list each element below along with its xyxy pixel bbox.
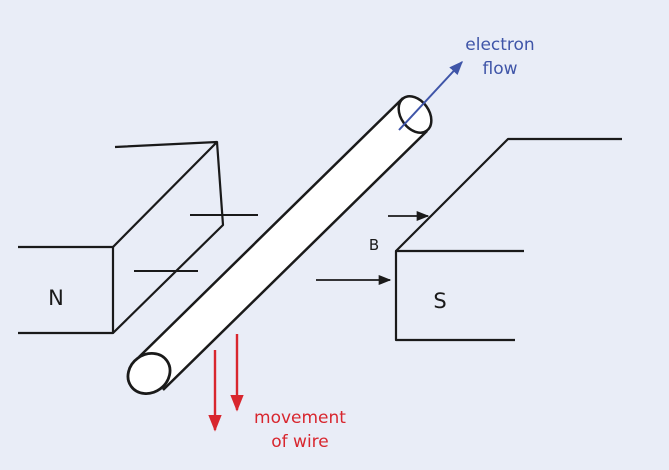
wire: [126, 95, 433, 395]
electron-flow-label-line1: electron: [465, 35, 534, 55]
field-label: B: [369, 236, 379, 254]
north-pole-label: N: [48, 286, 64, 310]
movement-label-line2: of wire: [271, 432, 329, 452]
movement-label-line1: movement: [254, 408, 346, 428]
field-arrows-south: [316, 210, 430, 286]
field-lines-north: [134, 214, 258, 272]
wire-near-end: [126, 352, 172, 395]
north-magnet-side-face: [112, 141, 225, 334]
south-pole-label: S: [433, 289, 446, 313]
north-magnet: [18, 140, 225, 335]
wire-body: [139, 98, 427, 390]
wire-edge: [162, 130, 428, 391]
south-magnet: [394, 137, 622, 342]
wire-edge: [138, 97, 404, 358]
electron-flow-label-line2: flow: [482, 59, 517, 79]
electron-flow-arrow: [398, 60, 463, 131]
south-magnet-front-face: [394, 249, 524, 342]
movement-arrows: [208, 334, 244, 432]
south-magnet-top-face: [395, 137, 622, 252]
wire-far-end: [397, 95, 433, 134]
north-magnet-front-face: [18, 245, 115, 335]
